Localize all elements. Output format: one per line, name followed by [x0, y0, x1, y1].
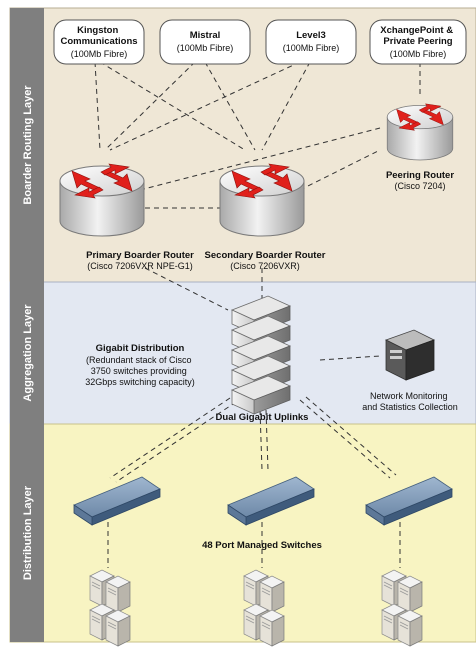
server-cluster-middle-icon: [243, 569, 285, 647]
upstream-kingston-name-2: Communications: [60, 36, 137, 47]
secondary-router-name: Secondary Boarder Router: [205, 250, 326, 261]
upstream-kingston-detail: (100Mb Fibre): [71, 49, 128, 59]
secondary-router-icon: [219, 163, 305, 237]
upstream-kingston-name-1: Kingston: [77, 25, 118, 36]
svg-text:Kingston Communications: Kingston Communications: [60, 25, 137, 47]
link-kingston-secondary: [99, 61, 246, 151]
upstream-mistral: Mistral (100Mb Fibre): [159, 19, 251, 65]
uplink-mid-b: [265, 409, 269, 471]
peering-router-name: Peering Router: [386, 170, 454, 181]
aggregation-title: Gigabit Distribution: [96, 343, 185, 354]
uplink-right-a: [299, 399, 391, 479]
uplink-left-b: [115, 401, 237, 483]
monitoring-label-2: and Statistics Collection: [362, 402, 458, 412]
aggregation-desc-1: (Redundant stack of Cisco: [86, 355, 192, 365]
aggregation-layer-sidebar: [10, 282, 44, 424]
gigabit-stack-icon: [231, 295, 291, 415]
uplink-mid-a: [259, 409, 263, 471]
link-kingston-primary: [94, 61, 101, 151]
upstream-kingston: Kingston Communications (100Mb Fibre): [53, 19, 145, 65]
upstream-level3-name: Level3: [296, 30, 326, 41]
dual-uplinks-label: Dual Gigabit Uplinks: [216, 412, 309, 423]
monitoring-server-icon: [384, 329, 436, 381]
link-mistral-secondary: [204, 61, 256, 151]
monitoring-label-1: Network Monitoring: [370, 391, 448, 401]
upstream-mistral-detail: (100Mb Fibre): [177, 43, 234, 53]
upstream-level3: Level3 (100Mb Fibre): [265, 19, 357, 65]
link-level3-primary: [109, 61, 301, 151]
upstream-mistral-name: Mistral: [190, 30, 221, 41]
link-aggregation-monitoring: [319, 355, 381, 361]
svg-text:XchangePoint & Private P: XchangePoint & Private Peering: [380, 25, 455, 47]
upstream-level3-detail: (100Mb Fibre): [283, 43, 340, 53]
link-mistral-primary: [104, 61, 196, 151]
upstream-xchangepoint: XchangePoint & Private Peering (100Mb Fi…: [369, 19, 467, 65]
uplink-right-b: [305, 396, 397, 476]
link-level3-secondary: [261, 61, 311, 151]
links: [94, 61, 421, 568]
access-switches-label: 48 Port Managed Switches: [202, 540, 322, 551]
server-cluster-left-icon: [89, 569, 131, 647]
primary-router-icon: [59, 163, 145, 237]
routing-layer-label: Boarder Routing Layer: [22, 85, 34, 205]
upstream-xchange-detail: (100Mb Fibre): [390, 49, 447, 59]
aggregation-desc-3: 32Gbps switching capacity): [85, 377, 195, 387]
link-secondary-peering: [299, 149, 381, 191]
link-primary-aggregation: [144, 267, 229, 311]
secondary-router-detail: (Cisco 7206VXR): [230, 261, 300, 271]
peering-router-detail: (Cisco 7204): [394, 181, 445, 191]
aggregation-layer-label: Aggregation Layer: [22, 304, 34, 402]
upstream-xchange-name-2: Private Peering: [383, 36, 452, 47]
server-cluster-right-icon: [381, 569, 423, 647]
aggregation-desc-2: 3750 switches providing: [91, 366, 187, 376]
svg-text:Network Monitoring and Sta: Network Monitoring and Statistics Collec…: [362, 391, 458, 412]
distribution-layer-label: Distribution Layer: [22, 485, 34, 580]
uplink-left-a: [109, 397, 231, 479]
routing-layer-sidebar: [10, 8, 44, 282]
primary-router-detail: (Cisco 7206VXR NPE-G1): [87, 261, 193, 271]
primary-router-name: Primary Boarder Router: [86, 250, 194, 261]
distribution-layer-sidebar: [10, 424, 44, 642]
peering-router-icon: [386, 103, 454, 161]
upstream-xchange-name-1: XchangePoint &: [380, 25, 453, 36]
svg-text:(Redundant stack of Cisco: (Redundant stack of Cisco 3750 switches …: [85, 355, 195, 387]
